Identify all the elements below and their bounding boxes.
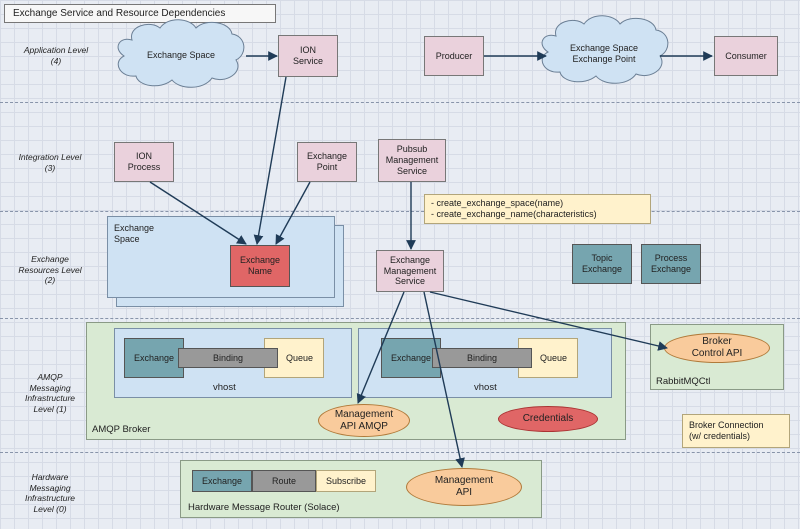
ion-service-node: ION Service	[278, 35, 338, 77]
topic-exchange-node: Topic Exchange	[572, 244, 632, 284]
vhost-left-label: vhost	[213, 382, 236, 393]
arrow-mgmt-to-hw-api	[423, 291, 465, 468]
arrow-ion-service-to-exchange-name	[253, 76, 287, 245]
broker-control-api-node: Broker Control API	[664, 333, 770, 363]
separator-4	[0, 452, 800, 453]
level-label-application: Application Level (4)	[23, 45, 89, 66]
exchange-space-cloud: Exchange Space	[146, 49, 216, 60]
exchange-management-node: Exchange Management Service	[376, 250, 444, 292]
exchange-left-node: Exchange	[124, 338, 184, 378]
space-exchange-point-cloud: Exchange Space Exchange Point	[569, 43, 639, 64]
arrow-mgmt-to-broker-control	[429, 291, 668, 351]
separator-3	[0, 318, 800, 319]
hw-exchange-node: Exchange	[192, 470, 252, 492]
ion-process-node: ION Process	[114, 142, 174, 182]
hw-subscribe-node: Subscribe	[316, 470, 376, 492]
hardware-router-label: Hardware Message Router (Solace)	[188, 502, 340, 513]
management-api-amqp-node: Management API AMQP	[318, 404, 410, 437]
exchange-space-label: Exchange Space	[114, 223, 155, 244]
arrow-exchange-point-to-exchange-name	[275, 181, 311, 245]
arrow-ion-process-to-exchange-name	[149, 181, 247, 245]
level-label-amqp: AMQP Messaging Infrastructure Level (1)	[24, 372, 76, 414]
amqp-broker-label: AMQP Broker	[92, 424, 151, 435]
exchange-name-node: Exchange Name	[230, 245, 290, 287]
exchange-right-node: Exchange	[381, 338, 441, 378]
level-label-resources: Exchange Resources Level (2)	[18, 254, 82, 286]
exchange-point-node: Exchange Point	[297, 142, 357, 182]
vhost-right-label: vhost	[474, 382, 497, 393]
exchange-space-cloud-shape	[117, 19, 245, 88]
pubsub-management-node: Pubsub Management Service	[378, 139, 446, 182]
process-exchange-node: Process Exchange	[641, 244, 701, 284]
credentials-node: Credentials	[498, 406, 598, 432]
hw-management-api-node: Management API	[406, 468, 522, 506]
broker-connection-note: Broker Connection (w/ credentials)	[682, 414, 790, 448]
api-note: - create_exchange_space(name) - create_e…	[424, 194, 651, 224]
consumer-node: Consumer	[714, 36, 778, 76]
separator-2	[0, 211, 800, 212]
separator-1	[0, 102, 800, 103]
hw-route-node: Route	[252, 470, 316, 492]
exchange-space-box: Exchange Space	[107, 216, 335, 298]
diagram-title: Exchange Service and Resource Dependenci…	[4, 4, 276, 23]
exchange-point-cloud-shape	[541, 15, 669, 84]
rabbitmqctl-label: RabbitMQCtl	[656, 376, 711, 387]
binding-right-node: Binding	[432, 348, 532, 368]
arrow-mgmt-to-api-amqp	[356, 291, 405, 404]
producer-node: Producer	[424, 36, 484, 76]
level-label-hardware: Hardware Messaging Infrastructure Level …	[24, 472, 76, 514]
level-label-integration: Integration Level (3)	[18, 152, 82, 173]
binding-left-node: Binding	[178, 348, 278, 368]
